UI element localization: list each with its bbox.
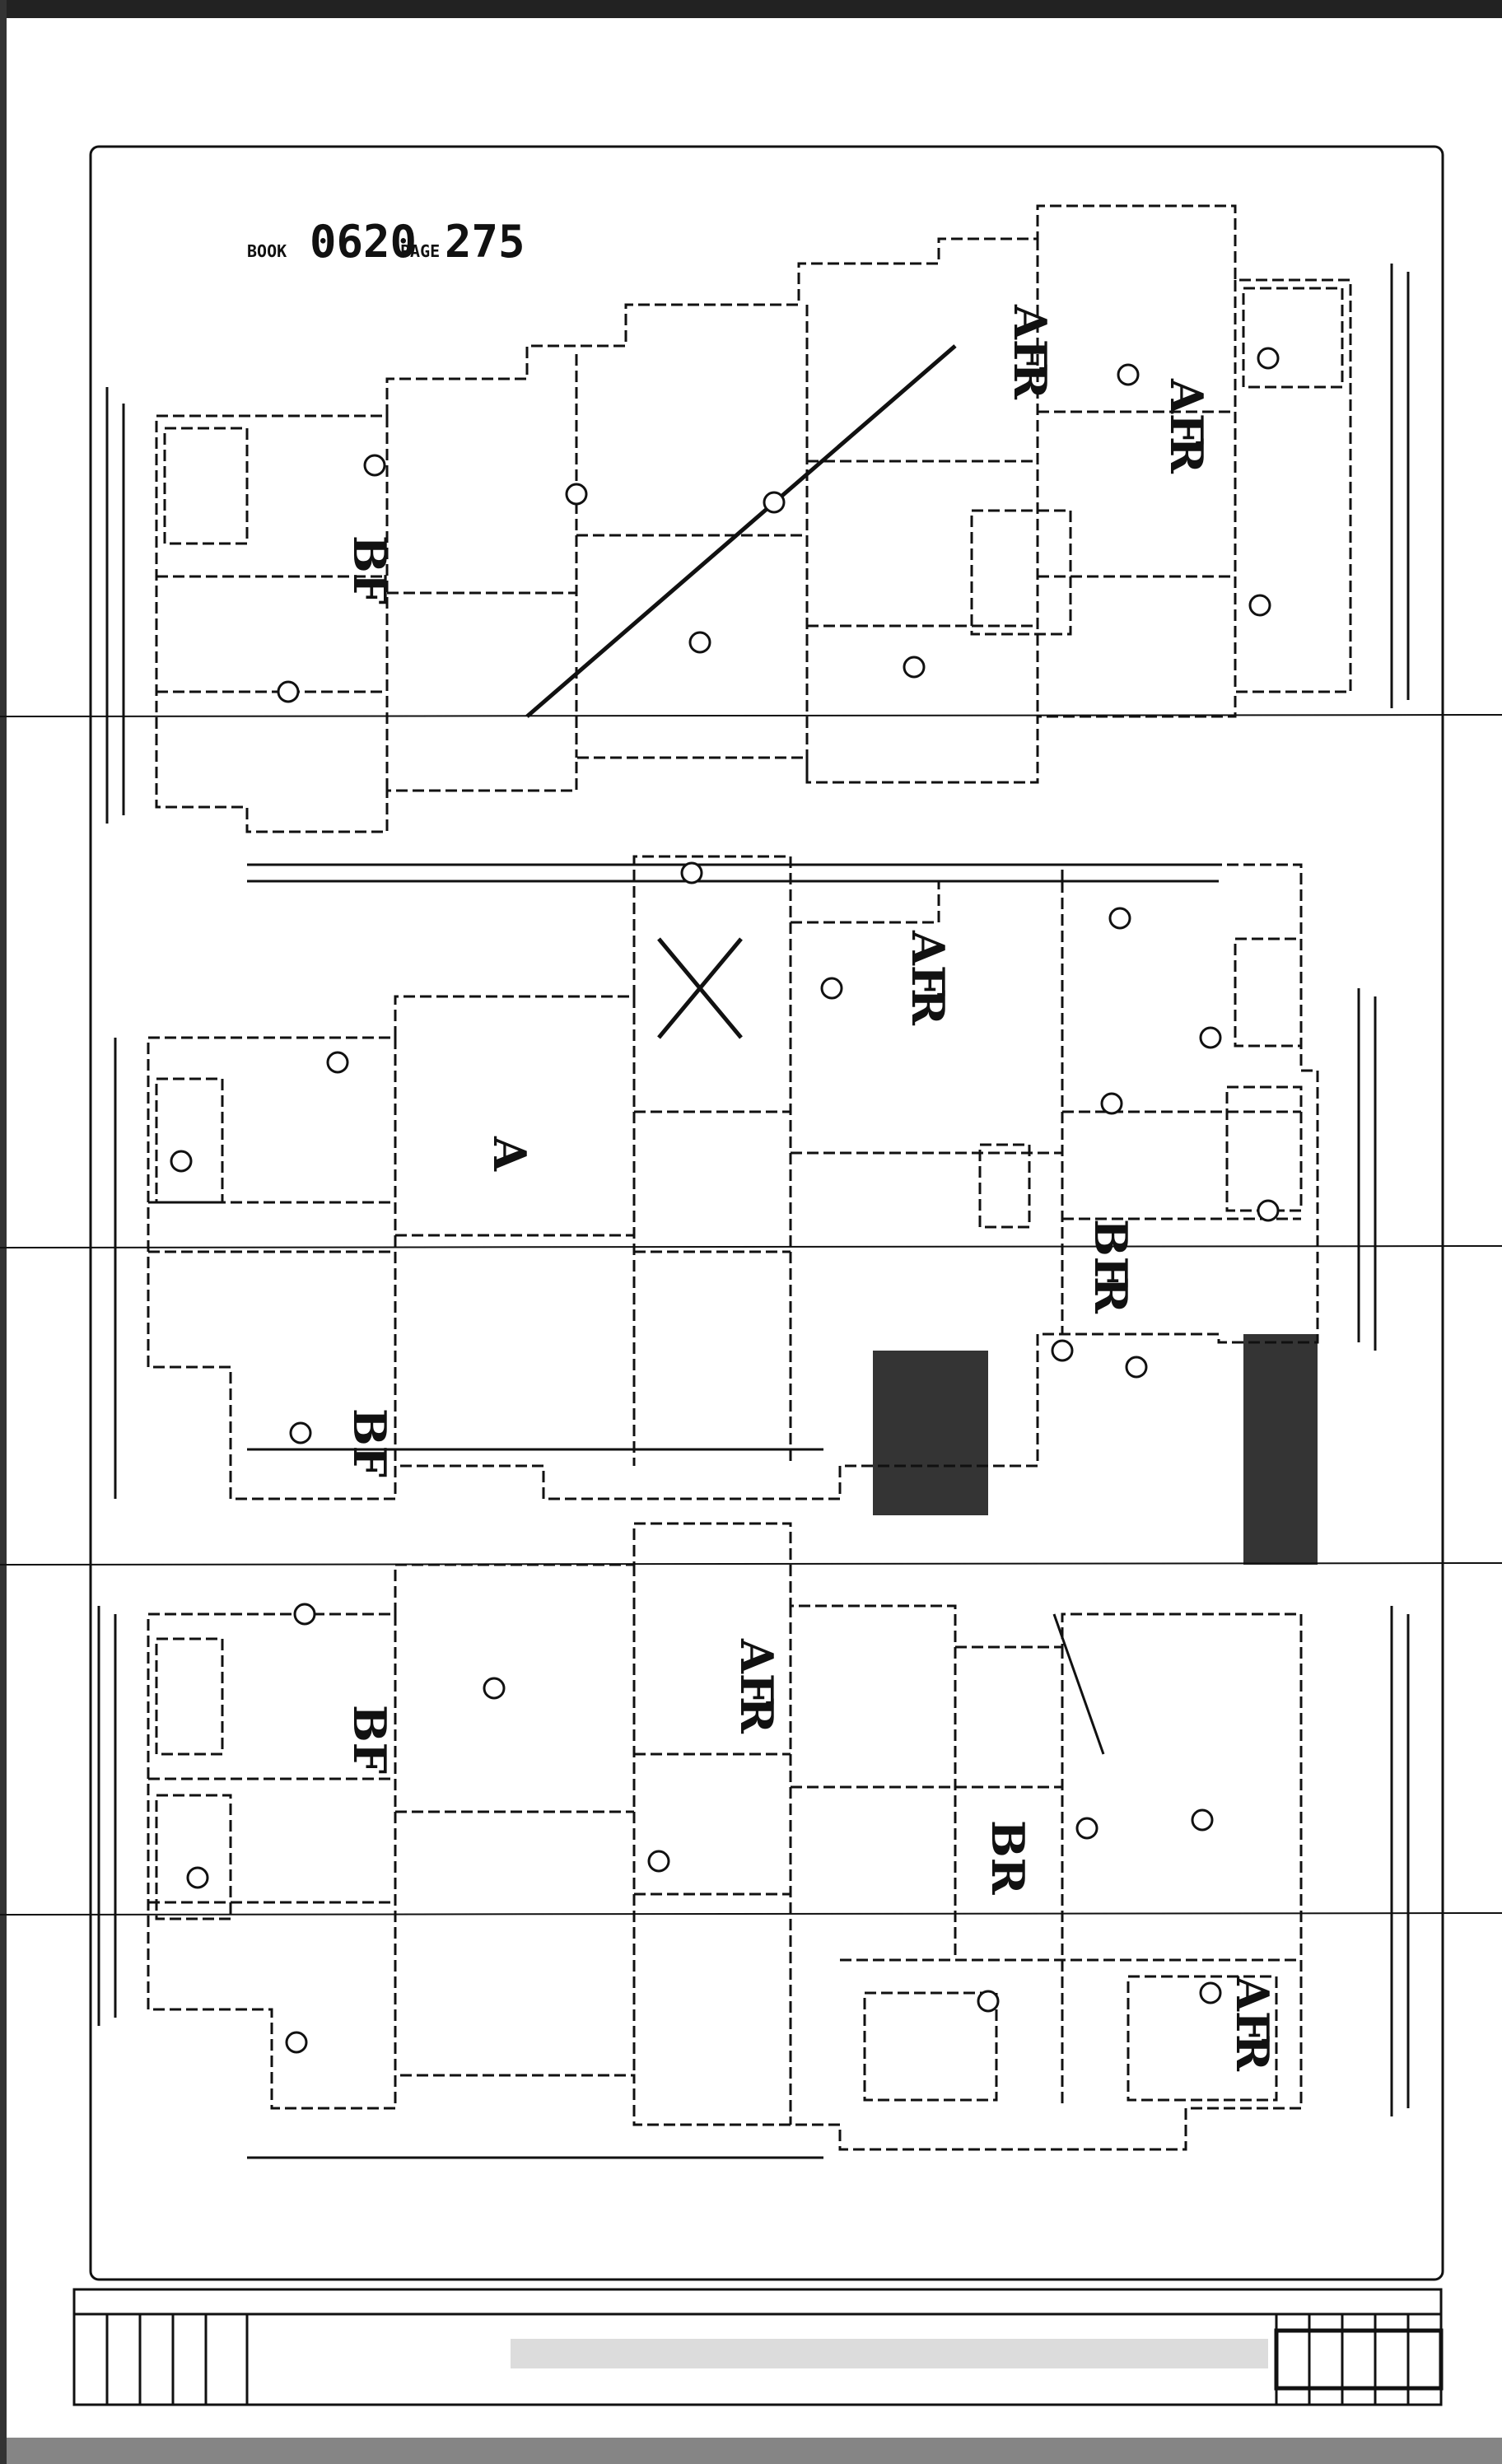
unit-label-6-sub: R	[1085, 1276, 1137, 1314]
stair-diagonal	[525, 344, 957, 718]
stair-diagonal	[1052, 1613, 1105, 1755]
page-number: 275	[445, 216, 525, 268]
closet-1	[155, 1637, 224, 1756]
closet-4	[1126, 1975, 1278, 2102]
unit-label-6: BF	[1085, 1219, 1137, 1288]
closet-2	[1242, 287, 1344, 389]
outlet-symbols	[186, 1603, 1222, 2054]
book-prefix: BOOK	[247, 241, 287, 261]
closet-2	[1234, 937, 1303, 1048]
dimension-lines	[97, 1606, 1410, 2159]
unit-label-7: BF	[343, 1408, 396, 1477]
sheet-border	[89, 145, 1444, 2281]
dimension-lines	[105, 264, 1410, 883]
unit-label-8: BF	[343, 1705, 396, 1774]
unit-label-2: AF	[1004, 304, 1057, 371]
unit-label-1: BF	[343, 535, 396, 604]
title-block	[72, 2288, 1444, 2406]
closet-4	[978, 1143, 1031, 1229]
unit-label-5-sub: R	[902, 988, 954, 1026]
unit-label-11: AF	[1226, 1976, 1279, 2042]
closet-2	[155, 1794, 232, 1920]
unit-label-10: BR	[982, 1820, 1034, 1896]
closet-3	[970, 509, 1072, 636]
stair-x	[657, 937, 743, 1039]
unit-label-4: A	[483, 1136, 536, 1172]
unit-label-9: AF	[730, 1638, 783, 1705]
notes-block-middle	[873, 1334, 1318, 1565]
floor-plan-top: BF AF R AF R	[105, 204, 1410, 883]
unit-label-3: AF	[1160, 378, 1213, 445]
outlet-symbols	[277, 347, 1280, 703]
scan-edge-bottom	[0, 2438, 1502, 2464]
interior-walls	[156, 239, 1237, 791]
floor-plan-middle: A AF R BF R BF	[114, 855, 1377, 1565]
closet-1	[163, 427, 249, 545]
dimension-lines	[114, 988, 1377, 1499]
page-prefix: PAGE	[400, 241, 440, 261]
closet-3	[1225, 1085, 1303, 1212]
scan-streaks	[0, 714, 1502, 1916]
outlet-symbols	[170, 861, 1280, 1444]
interior-walls	[148, 881, 1301, 1466]
scan-edge-left	[0, 0, 7, 2464]
closet-3	[863, 1991, 998, 2102]
unit-label-9-sub: R	[730, 1696, 783, 1734]
floor-plan-bottom: BF AF R BR AF R	[97, 1522, 1410, 2159]
unit-label-11-sub: R	[1226, 2034, 1279, 2072]
book-page-stamp: BOOK 0620 PAGE 275	[247, 216, 525, 268]
scan-edge-top	[0, 0, 1502, 18]
wall-outline	[155, 204, 1352, 833]
unit-label-5: AF	[902, 930, 954, 996]
wall-outline	[147, 855, 1319, 1500]
interior-walls	[148, 1565, 1301, 2125]
unit-label-3-sub: R	[1160, 436, 1213, 474]
unit-label-2-sub: R	[1004, 362, 1057, 400]
book-number: 0620	[310, 216, 417, 268]
wall-outline	[147, 1522, 1303, 2151]
closet-1	[155, 1077, 224, 1204]
